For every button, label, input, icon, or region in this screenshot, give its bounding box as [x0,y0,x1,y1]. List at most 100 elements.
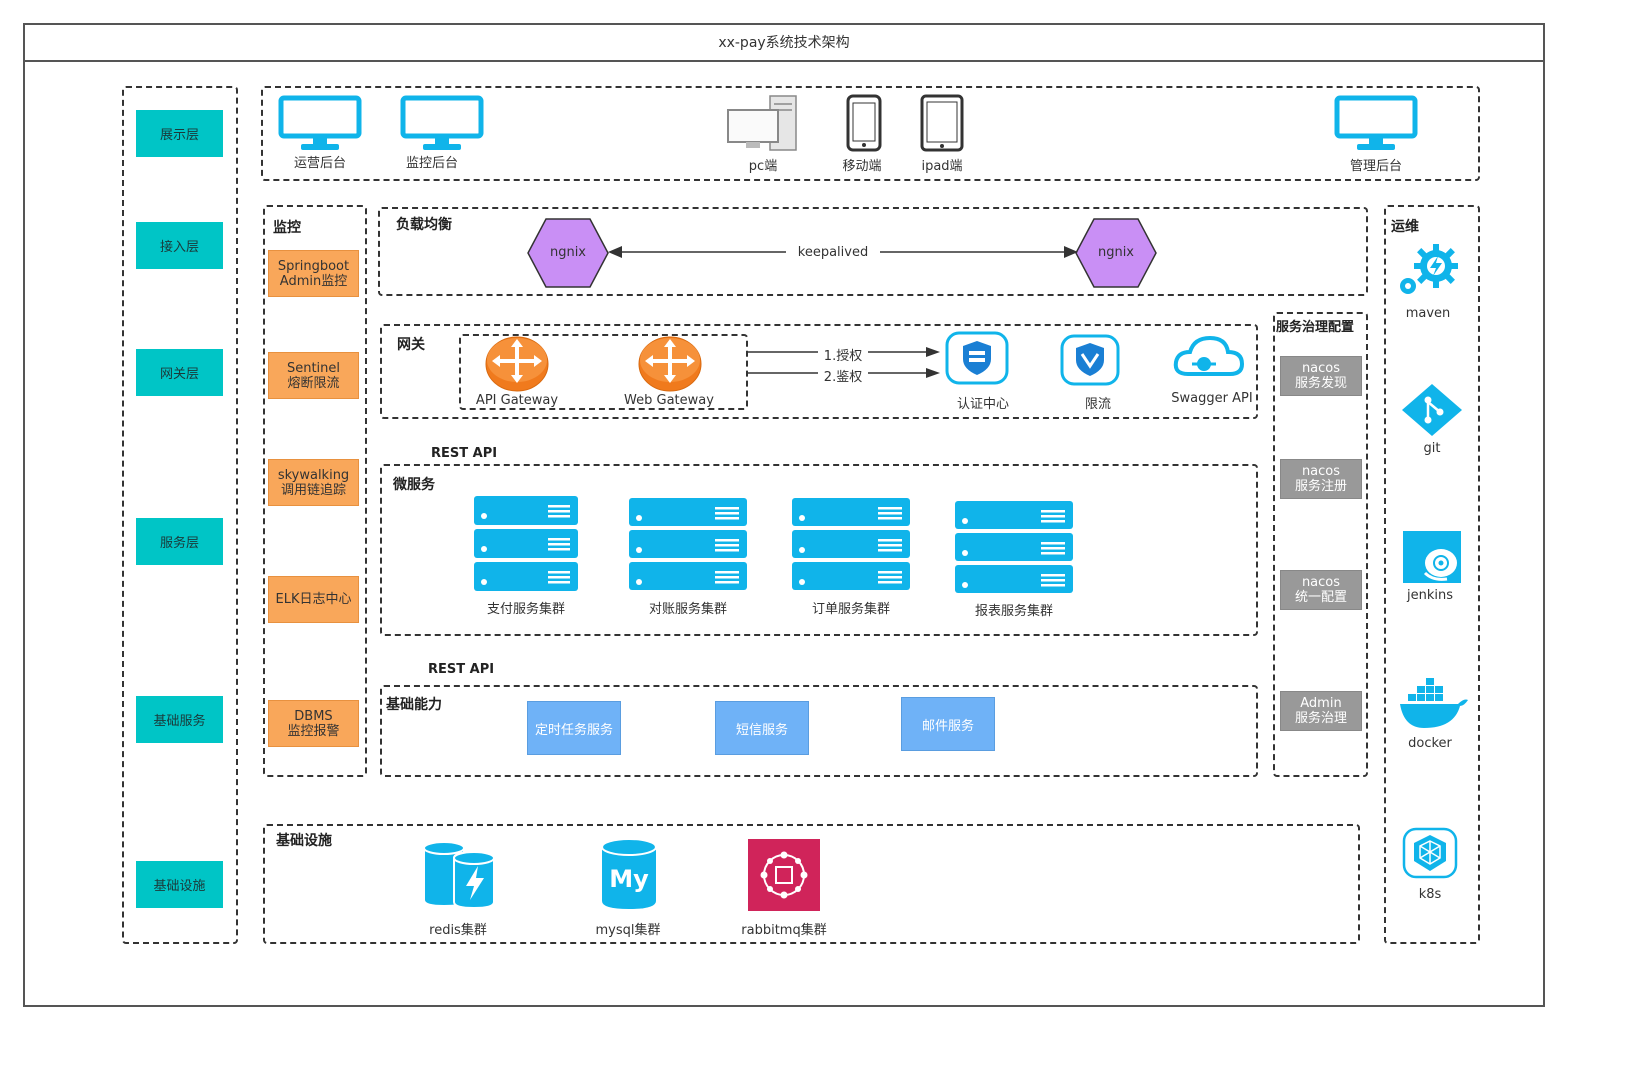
redis-label: redis集群 [429,923,487,938]
monitor-icon [278,95,362,150]
authenticate-label: 2.鉴权 [818,366,868,385]
server-cluster-order [792,498,910,592]
infrastructure-section [263,824,1360,944]
rate-limit-label: 限流 [1084,397,1111,412]
gateway-group [459,334,748,410]
monitor-icon [400,95,484,150]
governance-section [1273,312,1368,777]
email-service: 邮件服务 [901,697,995,751]
ngnix-right-label: ngnix [1097,245,1135,260]
api-gateway-label: API Gateway [475,393,559,408]
keepalived-label: keepalived [797,245,869,260]
authorize-label: 1.授权 [818,345,868,364]
monitor-item-skywalking: skywalking 调用链追踪 [268,459,359,506]
auth-center-label: 认证中心 [956,397,1009,412]
ipad-label: ipad端 [921,159,963,174]
layer-infrastructure: 基础设施 [136,861,223,908]
layer-service: 服务层 [136,518,223,565]
gateway-title: 网关 [397,337,425,353]
server-cluster-report [955,501,1073,595]
shield-icon [945,331,1009,385]
reconciliation-cluster-label: 对账服务集群 [648,602,727,617]
server-icon [474,496,578,591]
ngnix-left-node [527,218,609,288]
keepalived-arrow [608,246,1078,258]
swagger-label: Swagger API [1171,391,1253,406]
diagram-frame [23,23,1545,1007]
layer-gateway: 网关层 [136,349,223,396]
layer-presentation: 展示层 [136,110,223,157]
admin-governance: Admin 服务治理 [1280,691,1362,731]
maven-label: maven [1405,306,1451,321]
infrastructure-title: 基础设施 [276,833,332,849]
pc-label: pc端 [748,159,778,174]
router-icon [485,336,549,392]
docker-icon [1400,678,1468,728]
diagram-title: xx-pay系统技术架构 [24,24,1544,62]
microservices-title: 微服务 [393,477,435,493]
sms-service: 短信服务 [715,701,809,755]
nacos-registry: nacos 服务注册 [1280,459,1362,499]
phone-icon [846,94,882,152]
k8s-icon [1402,827,1458,879]
git-icon [1402,384,1462,436]
server-icon [792,498,910,590]
jenkins-label: jenkins [1406,588,1453,603]
database-icon: My [601,838,657,909]
git-label: git [1423,441,1441,456]
presentation-section [261,86,1480,181]
scheduler-service: 定时任务服务 [527,701,621,755]
rabbitmq-label: rabbitmq集群 [741,923,827,938]
order-cluster-label: 订单服务集群 [811,602,890,617]
server-cluster-reconciliation [629,498,747,592]
pc-icon [727,95,797,151]
load-balance-section [378,207,1368,296]
jenkins-icon [1403,531,1461,583]
monitor-title: 监控 [273,220,301,236]
database-icon [423,840,495,910]
rabbitmq-icon [748,839,820,911]
ngnix-left-label: ngnix [549,245,587,260]
cloud-icon [1173,335,1245,376]
tablet-icon [920,94,964,152]
monitor-icon [1334,95,1418,150]
monitor-item-elk: ELK日志中心 [268,576,359,623]
monitor-item-dbms: DBMS 监控报警 [268,700,359,747]
monitor-item-springboot: Springboot Admin监控 [268,250,359,297]
ops-console-label: 运营后台 [293,156,346,171]
ngnix-right-node [1075,218,1157,288]
server-cluster-payment [474,496,578,592]
svg-text:My: My [609,865,649,893]
ops-title: 运维 [1391,219,1419,235]
web-gateway-label: Web Gateway [624,393,714,408]
monitor-console-label: 监控后台 [405,156,458,171]
nacos-config: nacos 统一配置 [1280,570,1362,610]
governance-title: 服务治理配置 [1276,320,1355,335]
report-cluster-label: 报表服务集群 [974,604,1053,619]
base-capability-title: 基础能力 [386,697,442,713]
monitor-section [263,205,367,777]
layer-column [122,86,238,944]
nacos-discovery: nacos 服务发现 [1280,356,1362,396]
base-capability-section [380,685,1258,777]
gear-icon [1400,244,1458,294]
router-icon [638,336,702,392]
layer-base-service: 基础服务 [136,696,223,743]
ops-section [1384,205,1480,944]
rest-api-label-2: REST API [428,662,495,677]
shield-icon [1060,334,1120,386]
load-balance-title: 负载均衡 [396,217,452,233]
admin-console-label: 管理后台 [1349,159,1402,174]
server-icon [629,498,747,590]
mobile-label: 移动端 [842,159,882,174]
rest-api-label-1: REST API [431,446,498,461]
microservices-section [380,464,1258,636]
gateway-section [380,324,1258,419]
payment-cluster-label: 支付服务集群 [486,602,565,617]
k8s-label: k8s [1418,887,1442,902]
docker-label: docker [1408,736,1452,751]
monitor-item-sentinel: Sentinel 熔断限流 [268,352,359,399]
layer-access: 接入层 [136,222,223,269]
mysql-label: mysql集群 [595,923,661,938]
server-icon [955,501,1073,593]
